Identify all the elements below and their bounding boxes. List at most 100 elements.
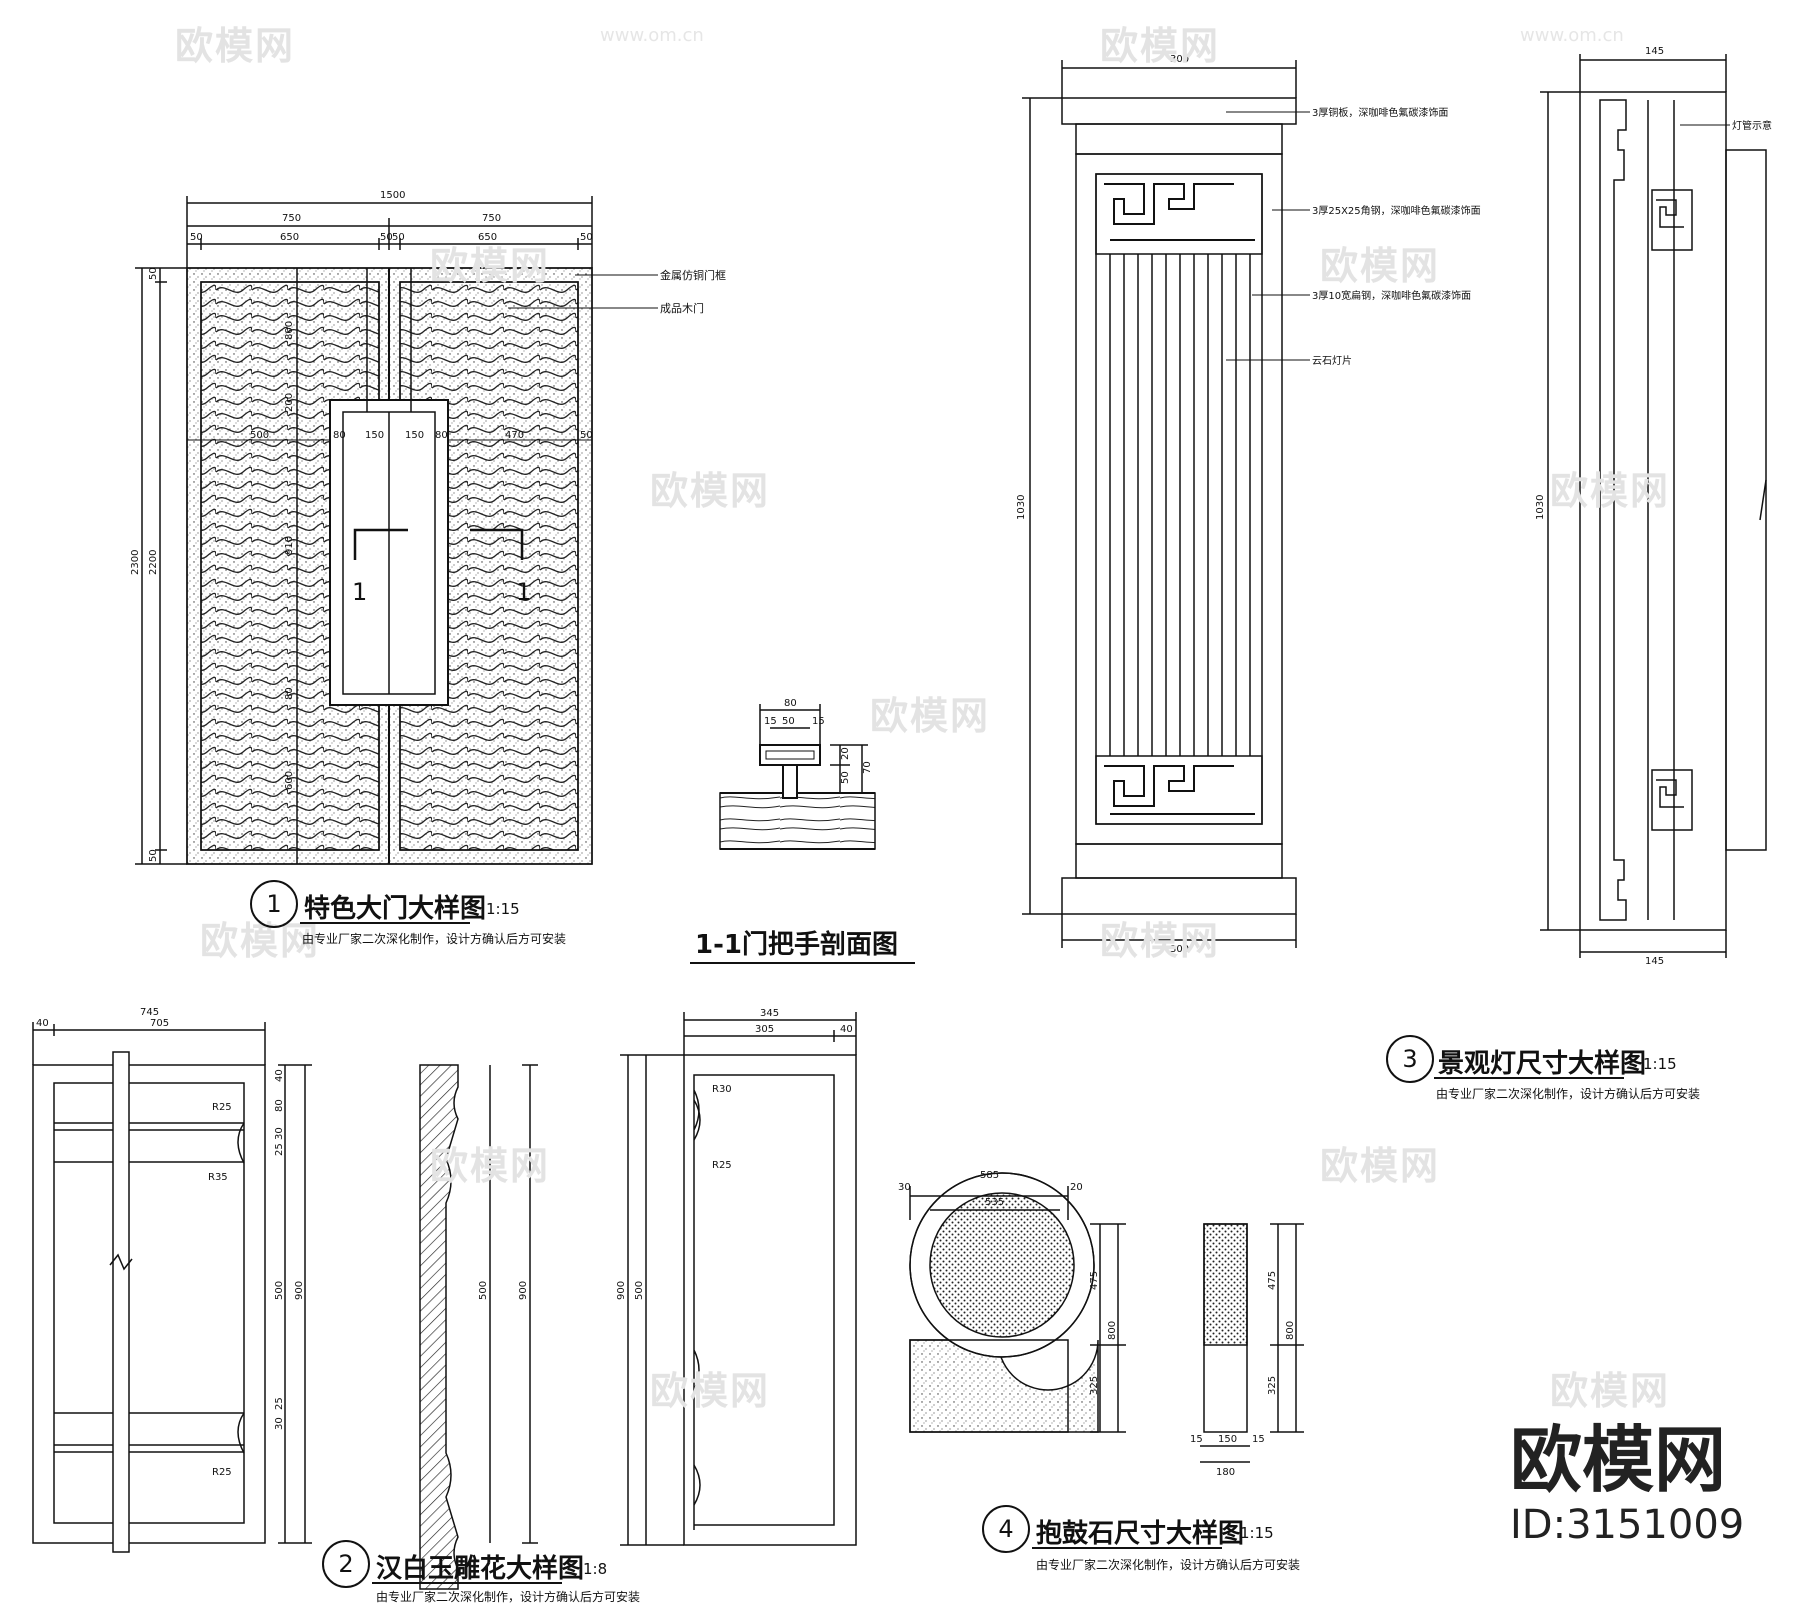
dim-text: R25 bbox=[712, 1160, 732, 1171]
dim-text: 40 bbox=[274, 1069, 285, 1082]
dim-text: 750 bbox=[282, 213, 301, 224]
dim-text: 15 bbox=[764, 716, 777, 727]
detail2-scale: 1:8 bbox=[583, 1560, 608, 1578]
dim-text: 20 bbox=[840, 747, 851, 760]
dim-text: 650 bbox=[280, 232, 299, 243]
detail4-note: 由专业厂家二次深化制作，设计方确认后方可安装 bbox=[1036, 1558, 1301, 1572]
dim-text: 150 bbox=[365, 430, 384, 441]
dim-text: 900 bbox=[616, 1281, 627, 1300]
dim-text: 50 bbox=[782, 716, 795, 727]
dim-text: R25 bbox=[212, 1467, 232, 1478]
detail2-note: 由专业厂家二次深化制作，设计方确认后方可安装 bbox=[376, 1590, 641, 1604]
dim-text: R30 bbox=[712, 1084, 732, 1095]
section-mark: 1 bbox=[516, 578, 531, 606]
dim-text: 500 bbox=[478, 1281, 489, 1300]
brand-block: 欧模网 ID:3151009 bbox=[1510, 1420, 1744, 1550]
dim-text: 705 bbox=[150, 1018, 169, 1029]
dim-text: 50 bbox=[840, 771, 851, 784]
dim-text: 1030 bbox=[1535, 495, 1546, 520]
dim-text: 325 bbox=[1089, 1376, 1100, 1395]
dim-text: 145 bbox=[1645, 46, 1664, 57]
dim-text: 1030 bbox=[1016, 495, 1027, 520]
detail2-dims: 745 40 705 40 80 30 25 25 30 500 900 R25… bbox=[36, 1007, 529, 1478]
dim-text: 300 bbox=[1170, 54, 1189, 65]
dim-text: 500 bbox=[634, 1281, 645, 1300]
callout-label: 云石灯片 bbox=[1312, 354, 1352, 367]
callout-label: 3厚铜板，深咖啡色氟碳漆饰面 bbox=[1312, 106, 1448, 119]
detail4-dims: 585 535 30 20 475 800 325 475 800 325 15… bbox=[898, 1170, 1296, 1478]
dim-text: 20 bbox=[1070, 1182, 1083, 1193]
dim-text: 585 bbox=[980, 1170, 999, 1181]
dim-text: 50 bbox=[148, 267, 159, 280]
dim-text: 305 bbox=[755, 1024, 774, 1035]
callout-label: 成品木门 bbox=[660, 301, 704, 315]
dim-text: 470 bbox=[505, 430, 524, 441]
dim-text: 80 bbox=[284, 687, 295, 700]
callout-label: 3厚25X25角钢，深咖啡色氟碳漆饰面 bbox=[1312, 204, 1481, 217]
callout-label: 3厚10宽扁钢，深咖啡色氟碳漆饰面 bbox=[1312, 289, 1471, 302]
callout-label: 金属仿铜门框 bbox=[660, 268, 726, 282]
dim-text: 475 bbox=[1267, 1271, 1278, 1290]
dim-text: 475 bbox=[1089, 1271, 1100, 1290]
detail3-note: 由专业厂家二次深化制作，设计方确认后方可安装 bbox=[1436, 1087, 1701, 1101]
detail1-dims: 1500 750 750 50 650 50 50 650 50 2300 22… bbox=[130, 190, 593, 862]
dim-text: 2300 bbox=[130, 550, 141, 575]
dim-text: 750 bbox=[482, 213, 501, 224]
dim-text: 50 bbox=[580, 232, 593, 243]
dim-text: 1500 bbox=[380, 190, 405, 201]
dim-text: 745 bbox=[140, 1007, 159, 1018]
dim-text: 345 bbox=[760, 1008, 779, 1019]
dim-text: 650 bbox=[478, 232, 497, 243]
detail1-title: 特色大门大样图 bbox=[304, 894, 487, 924]
detail1-scale: 1:15 bbox=[486, 900, 520, 918]
dim-text: 30 bbox=[898, 1182, 911, 1193]
dim-text: 15 bbox=[1252, 1434, 1265, 1445]
detail3-title: 景观灯尺寸大样图 bbox=[1438, 1049, 1647, 1079]
dim-text: 800 bbox=[1285, 1321, 1296, 1340]
dim-text: 15 bbox=[812, 716, 825, 727]
dim-text: 30 bbox=[274, 1127, 285, 1140]
dim-text: 800 bbox=[284, 321, 295, 340]
dim-text: 200 bbox=[284, 393, 295, 412]
dim-text: 180 bbox=[1216, 1467, 1235, 1478]
dim-text: 25 bbox=[274, 1397, 285, 1410]
detail3-front-drawing bbox=[1022, 60, 1310, 948]
dim-text: 535 bbox=[985, 1197, 1004, 1208]
dim-text: 500 bbox=[250, 430, 269, 441]
dim-text: 50 bbox=[580, 430, 593, 441]
detail3-number: 3 bbox=[1386, 1035, 1434, 1083]
dim-text: 150 bbox=[405, 430, 424, 441]
dim-text: 150 bbox=[1218, 1434, 1237, 1445]
dim-text: 15 bbox=[1190, 1434, 1203, 1445]
dim-text: 900 bbox=[518, 1281, 529, 1300]
dim-text: 50 bbox=[148, 849, 159, 862]
dim-text: 600 bbox=[284, 771, 295, 790]
detail2b-drawing bbox=[620, 1012, 857, 1546]
callout-label: 灯管示意 bbox=[1732, 119, 1772, 132]
detail3-front-dims: 300 300 1030 3厚铜板，深咖啡色氟碳漆饰面 3厚25X25角钢，深咖… bbox=[1016, 54, 1481, 955]
dim-text: 80 bbox=[435, 430, 448, 441]
dim-text: 300 bbox=[1170, 944, 1189, 955]
dim-text: 40 bbox=[36, 1018, 49, 1029]
dim-text: 900 bbox=[294, 1281, 305, 1300]
detail2-title: 汉白玉雕花大样图 bbox=[376, 1554, 585, 1584]
detail1-note: 由专业厂家二次深化制作，设计方确认后方可安装 bbox=[302, 932, 567, 946]
dim-text: 50 bbox=[380, 232, 393, 243]
detail1-leaders bbox=[508, 274, 658, 309]
dim-text: 2200 bbox=[148, 550, 159, 575]
dim-text: R25 bbox=[212, 1102, 232, 1113]
brand-name: 欧模网 bbox=[1510, 1418, 1727, 1502]
detail2-number: 2 bbox=[322, 1540, 370, 1588]
handle-section-drawing bbox=[719, 704, 876, 850]
detail2b-dims: 345 305 40 900 500 R30 R25 bbox=[616, 1008, 853, 1300]
dim-text: 800 bbox=[1107, 1321, 1118, 1340]
detail4-number: 4 bbox=[982, 1505, 1030, 1553]
dim-text: 910 bbox=[284, 536, 295, 555]
dim-text: 500 bbox=[274, 1281, 285, 1300]
dim-text: 145 bbox=[1645, 956, 1664, 967]
detail2-drawing bbox=[32, 1022, 538, 1590]
detail4-scale: 1:15 bbox=[1240, 1524, 1274, 1542]
handle-section-dims: 80 50 15 15 20 50 70 bbox=[764, 698, 873, 784]
detail1-drawing bbox=[135, 196, 593, 865]
